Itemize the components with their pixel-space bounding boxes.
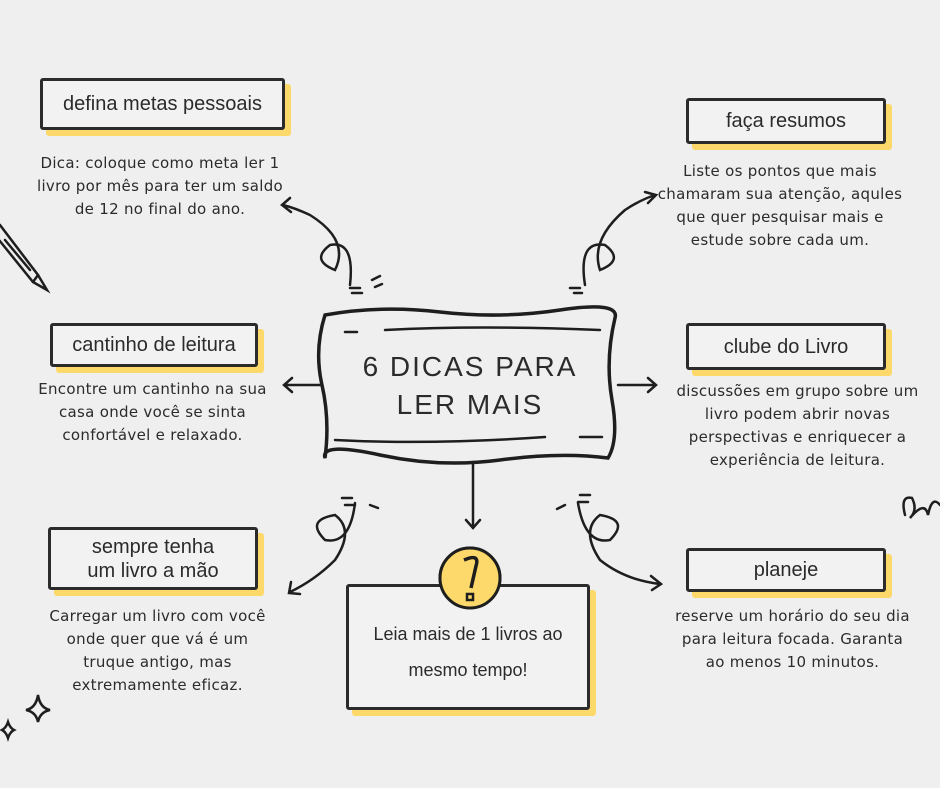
- arrow-top-right: [582, 190, 659, 287]
- title-line-2: LER MAIS: [396, 389, 544, 420]
- tip-heading-goals: defina metas pessoais: [40, 78, 285, 130]
- tip-heading-reading-corner: cantinho de leitura: [50, 323, 258, 367]
- center-tip-line-1: Leia mais de 1 livros ao: [373, 624, 563, 644]
- tip-text-goals: Dica: coloque como meta ler 1 livro por …: [37, 154, 283, 218]
- arrow-left: [282, 376, 324, 394]
- tip-text-carry-book: Carregar um livro com você onde quer que…: [49, 607, 266, 694]
- heading-line-1: sempre tenha: [91, 535, 215, 558]
- tip-text-summaries: Liste os pontos que mais chamaram sua at…: [657, 162, 903, 249]
- tip-heading-carry-book: sempre tenha um livro a mão: [48, 527, 258, 590]
- arrow-bottom-left: [287, 501, 357, 596]
- swirl-icon: [902, 496, 940, 519]
- heading-line-2: um livro a mão: [87, 559, 219, 582]
- tip-text-reading-corner: Encontre um cantinho na sua casa onde vo…: [38, 380, 267, 444]
- sparkle-icon: [0, 694, 51, 742]
- tip-text-plan: reserve um horário do seu dia para leitu…: [675, 607, 910, 671]
- title-line-1: 6 DICAS PARA: [362, 351, 578, 382]
- title-frame: [316, 305, 618, 465]
- pencil-icon: [0, 223, 51, 294]
- tip-heading-plan: planeje: [686, 548, 886, 592]
- arrow-right: [616, 376, 658, 394]
- tip-text-book-club: discussões em grupo sobre um livro podem…: [676, 382, 919, 469]
- arrow-bottom-right: [576, 501, 664, 592]
- title: 6 DICAS PARA LER MAIS: [322, 310, 618, 462]
- tip-heading-summaries: faça resumos: [686, 98, 886, 144]
- arrow-down: [464, 460, 482, 530]
- arrow-top-left: [280, 196, 353, 287]
- tip-heading-book-club: clube do Livro: [686, 323, 886, 370]
- center-tip-line-2: mesmo tempo!: [408, 660, 528, 680]
- center-tip-box: Leia mais de 1 livros ao mesmo tempo!: [346, 584, 590, 710]
